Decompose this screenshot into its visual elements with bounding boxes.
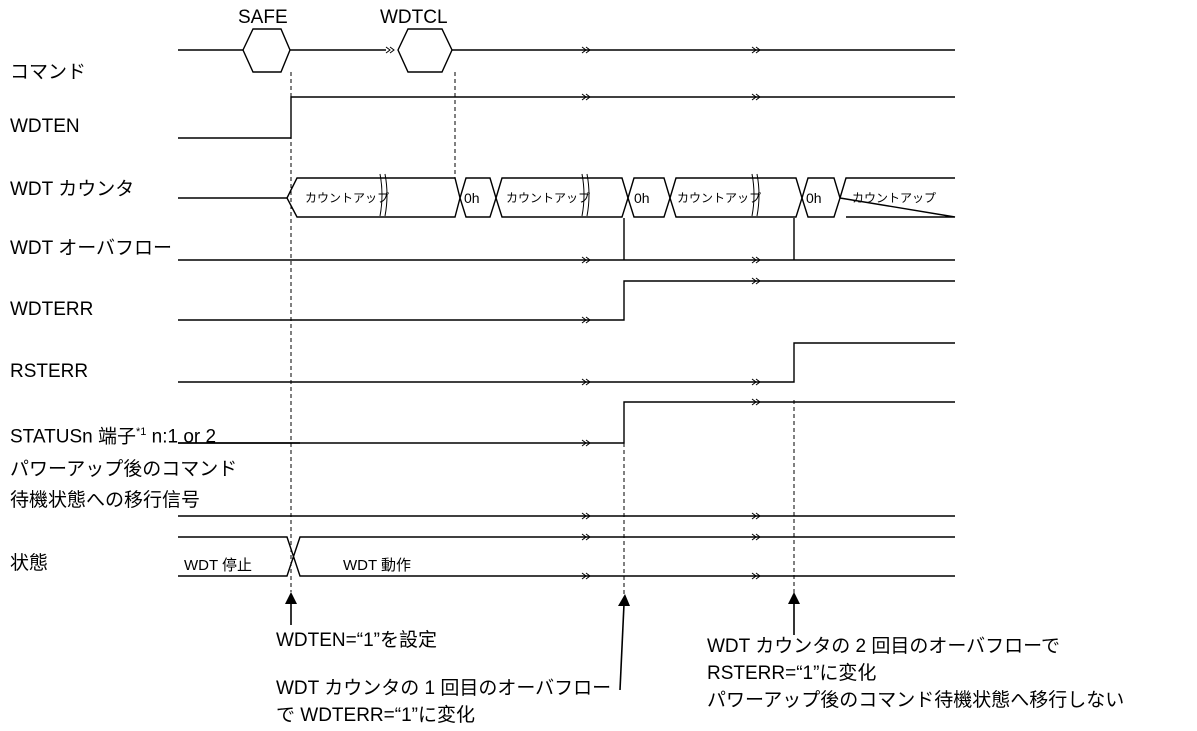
state-stopped-label: WDT 停止 <box>184 557 252 574</box>
rsterr-waveform <box>178 342 955 383</box>
status-pin-label: STATUSn 端子 <box>10 426 136 448</box>
safe-command-box <box>242 28 291 73</box>
annotation-second-overflow-line3: パワーアップ後のコマンド待機状態へ移行しない <box>707 690 1125 711</box>
zero-label-2: 0h <box>634 190 650 206</box>
signal-label-rsterr: RSTERR <box>10 361 89 382</box>
annotation-first-overflow: WDT カウンタの 1 回目のオーバフロー で WDTERR=“1”に変化 <box>276 675 611 729</box>
event-arrows <box>290 602 795 691</box>
signal-label-wdten: WDTEN <box>10 116 80 137</box>
zero-label-1: 0h <box>464 190 480 206</box>
signal-label-command: コマンド <box>10 62 87 83</box>
signal-label-wdt-overflow: WDT オーバフロー <box>10 238 173 259</box>
arrow-first-overflow <box>619 603 625 691</box>
signal-label-status: STATUSn 端子*1 n:1 or 2 <box>10 421 216 448</box>
time-markers <box>290 72 795 600</box>
wdtcl-command-label: WDTCL <box>380 7 448 28</box>
signal-label-powerup-line2: 待機状態への移行信号 <box>10 490 201 511</box>
wdten-waveform <box>178 96 955 139</box>
annotation-second-overflow: WDT カウンタの 2 回目のオーバフローで RSTERR=“1”に変化 パワー… <box>707 633 1124 714</box>
status-waveform <box>178 401 955 444</box>
count-up-label-2: カウントアップ <box>506 191 590 205</box>
status-note-mark: *1 <box>135 426 147 438</box>
count-up-label-1: カウントアップ <box>305 191 389 205</box>
status-suffix: n:1 or 2 <box>146 426 217 448</box>
signal-label-state: 状態 <box>10 553 49 574</box>
annotation-first-overflow-line2: で WDTERR=“1”に変化 <box>276 705 475 726</box>
count-up-label-3: カウントアップ <box>677 191 761 205</box>
signal-label-wdt-counter: WDT カウンタ <box>10 179 135 200</box>
signal-label-powerup-line1: パワーアップ後のコマンド <box>10 459 238 480</box>
arrowhead-wdten <box>285 592 297 604</box>
zero-label-3: 0h <box>806 190 822 206</box>
wdterr-waveform <box>178 280 955 321</box>
command-waveform <box>178 28 955 73</box>
signal-label-wdterr: WDTERR <box>10 299 94 320</box>
arrowhead-first <box>618 594 630 606</box>
arrowhead-second <box>788 592 800 604</box>
annotation-second-overflow-line1: WDT カウンタの 2 回目のオーバフローで <box>707 636 1060 657</box>
state-running-label: WDT 動作 <box>343 557 411 574</box>
annotation-wdten-set: WDTEN=“1”を設定 <box>276 627 437 654</box>
annotation-first-overflow-line1: WDT カウンタの 1 回目のオーバフロー <box>276 678 612 699</box>
wdt-counter-waveform <box>178 177 956 218</box>
break-marks <box>379 46 761 580</box>
state-waveform <box>178 536 955 577</box>
count-up-label-4: カウントアップ <box>852 191 936 205</box>
annotation-wdten-set-text: WDTEN=“1”を設定 <box>276 630 437 651</box>
wdtcl-command-box <box>397 28 453 73</box>
safe-command-label: SAFE <box>238 7 288 28</box>
annotation-second-overflow-line2: RSTERR=“1”に変化 <box>707 663 877 684</box>
wdt-overflow-waveform <box>178 218 955 261</box>
